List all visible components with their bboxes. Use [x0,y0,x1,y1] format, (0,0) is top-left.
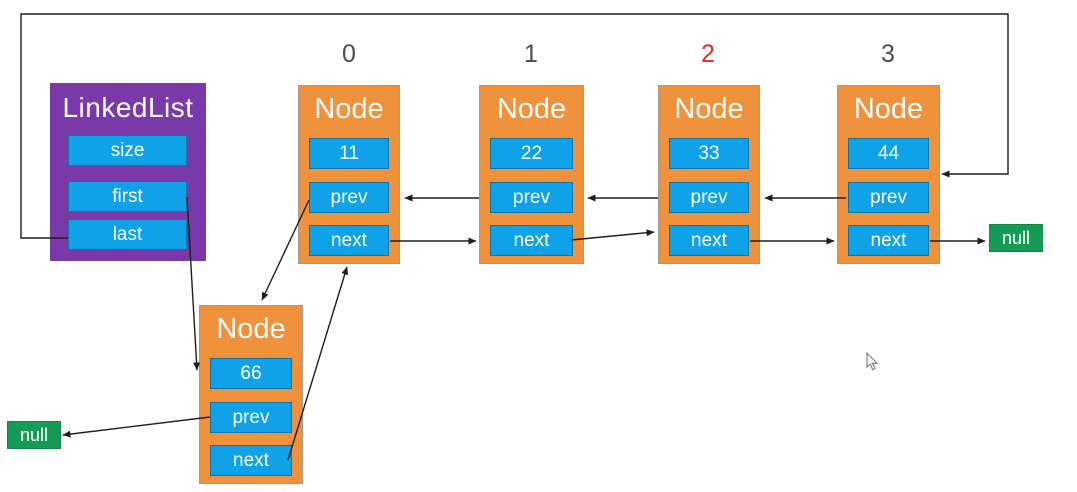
node-66-next-field: next [210,445,292,476]
index-label-3: 3 [881,40,895,68]
linkedlist-field-last: last [68,219,187,250]
node-66: Node 66 prev next [199,305,303,484]
mouse-cursor-icon [866,352,879,371]
node-1-value: 22 [490,138,573,169]
node-66-title: Node [216,313,286,345]
node-3-title: Node [853,93,924,125]
node-2-prev-field: prev [669,182,749,213]
node-0: Node 11 prev next [298,85,400,264]
null-box-right: null [989,224,1043,252]
arrow-node66-prev-to-null [62,416,211,438]
index-label-2: 2 [701,40,715,68]
node-0-value: 11 [309,138,389,169]
node-66-prev-field: prev [210,402,292,433]
linkedlist-box: LinkedList size first last [50,83,206,261]
null-box-left: null [7,421,61,449]
linkedlist-field-size: size [68,135,187,166]
index-label-1: 1 [524,40,538,68]
node-2-title: Node [674,93,744,125]
node-1: Node 22 prev next [479,85,584,264]
linkedlist-field-first: first [68,181,187,212]
node-66-value: 66 [210,358,292,389]
node-2: Node 33 prev next [658,85,760,264]
node-2-value: 33 [669,138,749,169]
node-3-next-field: next [848,225,929,256]
node-1-next-field: next [490,225,573,256]
node-2-next-field: next [669,225,749,256]
node-1-title: Node [496,93,567,125]
linkedlist-title: LinkedList [62,92,194,123]
node-3-value: 44 [848,138,929,169]
index-label-0: 0 [342,40,356,68]
node-0-title: Node [314,93,384,125]
node-0-prev-field: prev [309,182,389,213]
node-3: Node 44 prev next [837,85,940,264]
node-0-next-field: next [309,225,389,256]
node-3-prev-field: prev [848,182,929,213]
node-1-prev-field: prev [490,182,573,213]
